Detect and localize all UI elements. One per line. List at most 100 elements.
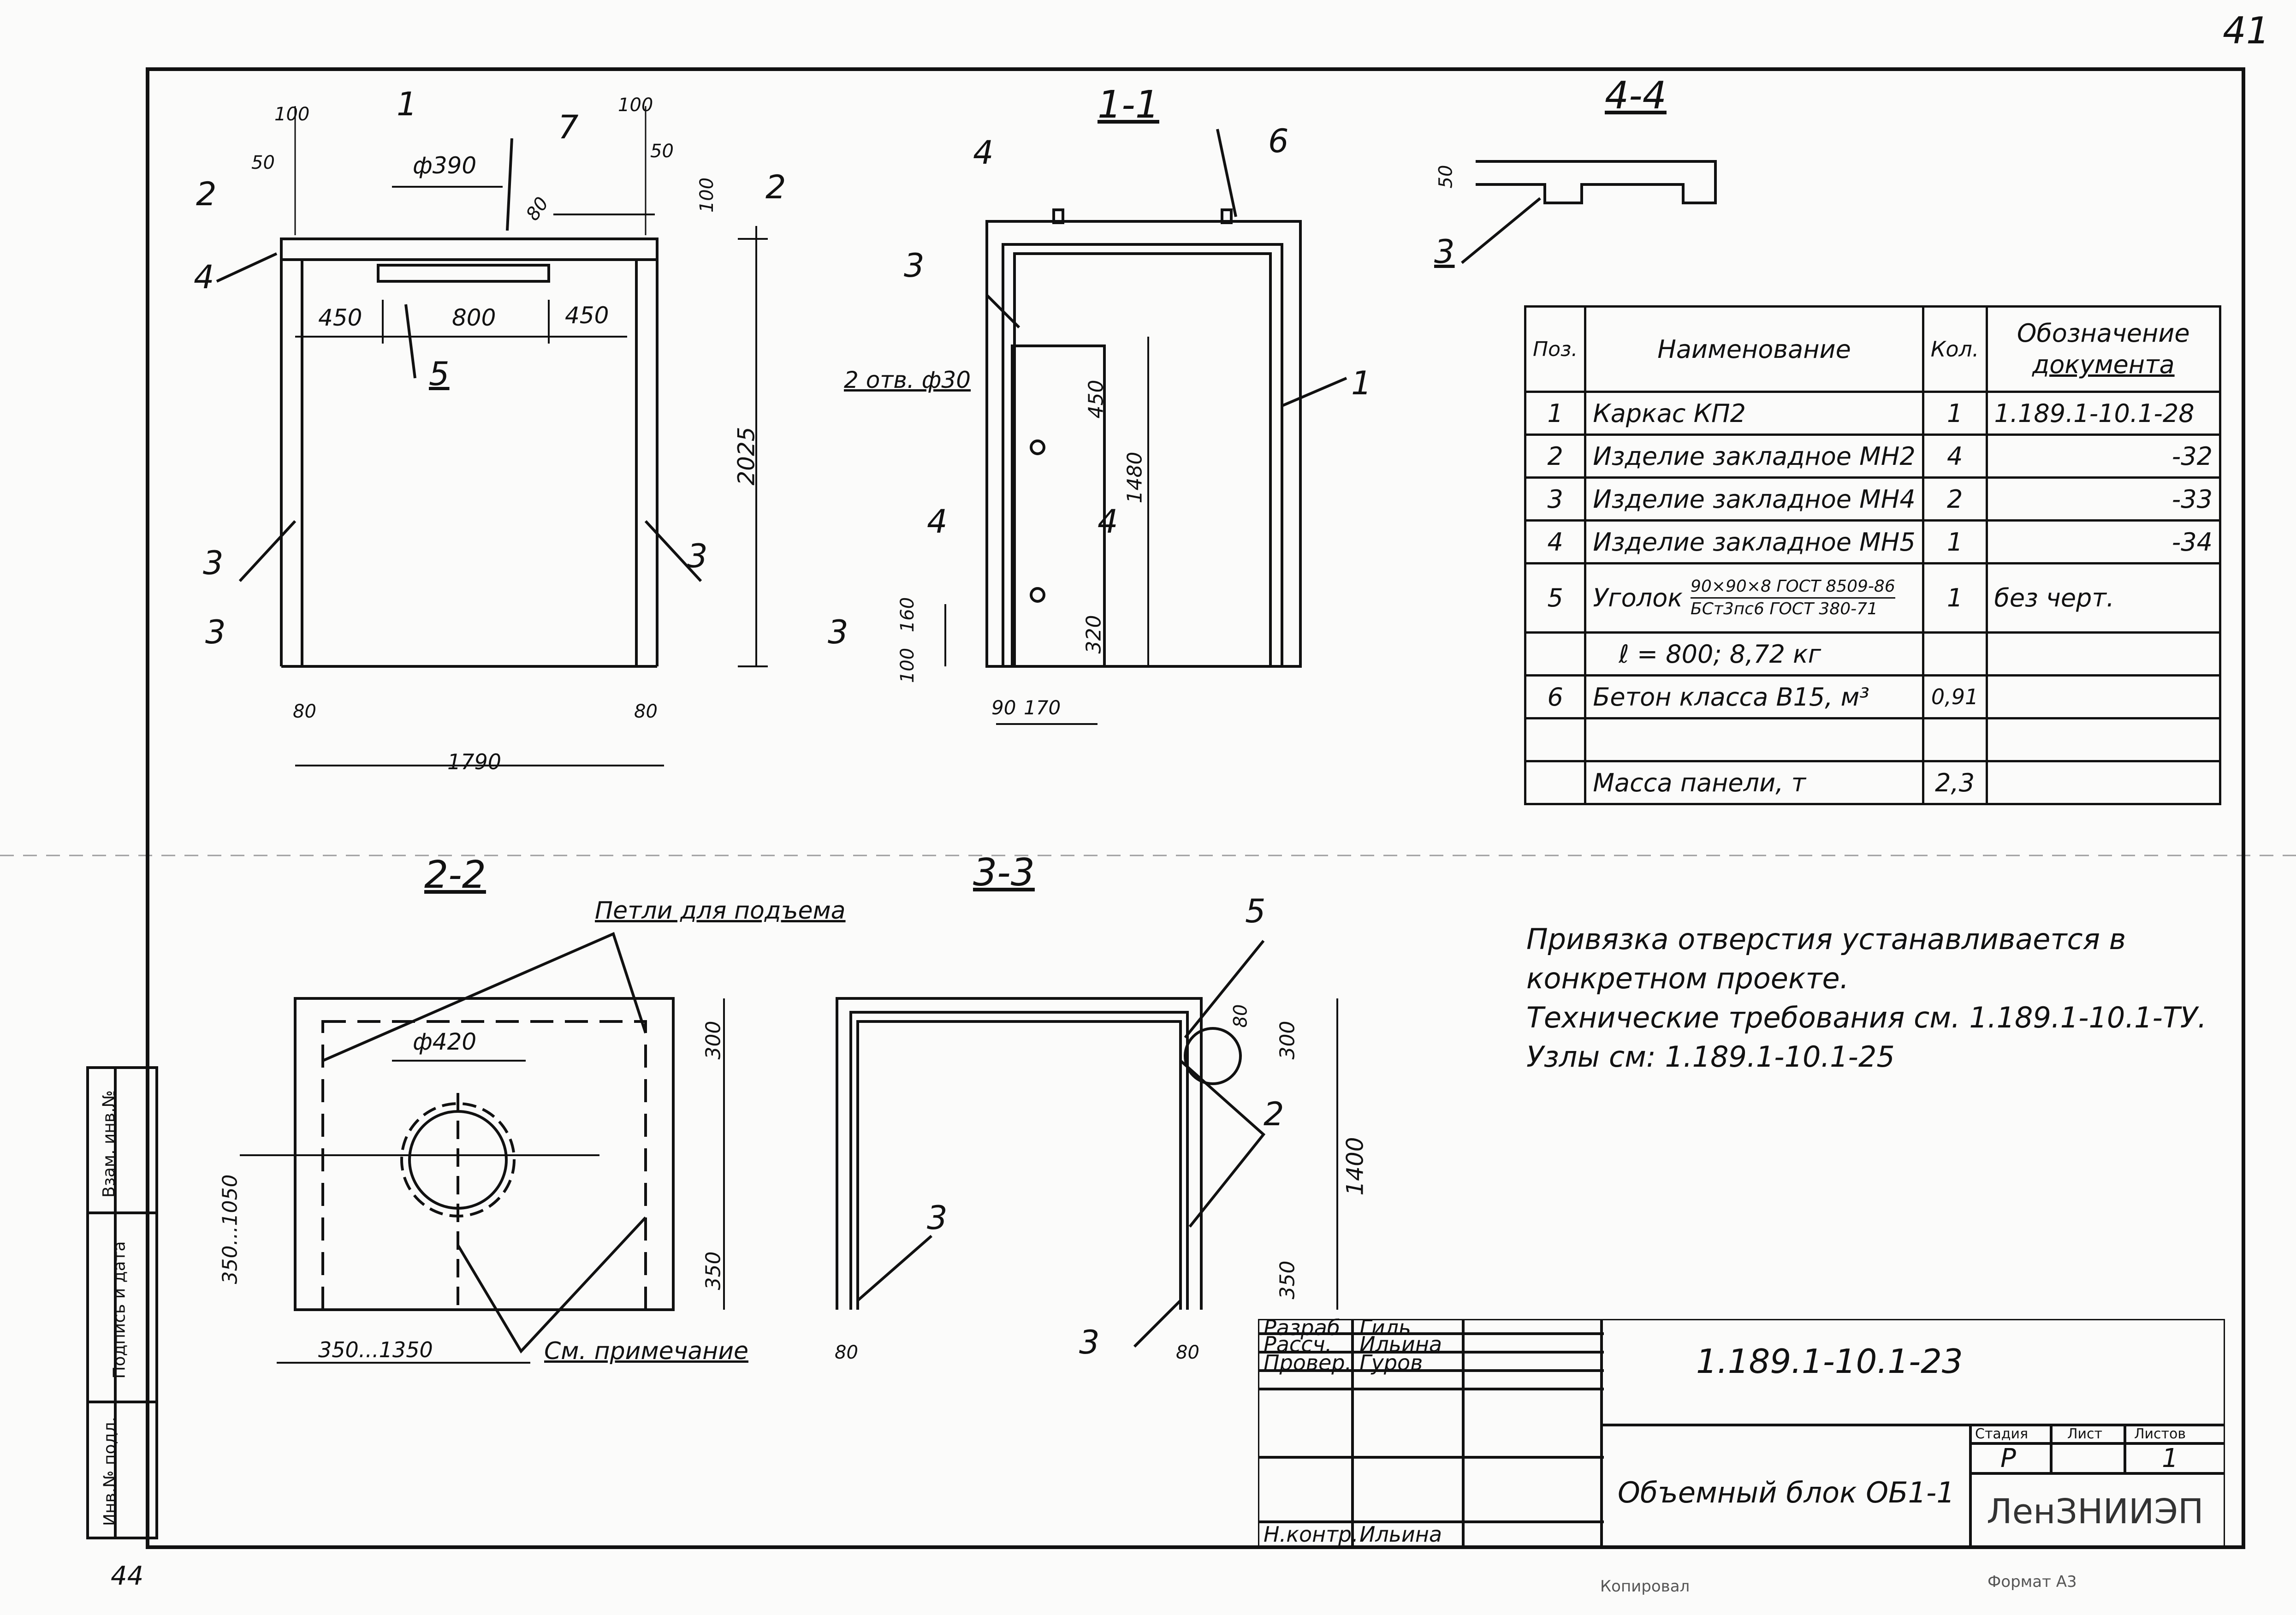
tb-title: Объемный блок ОБ1-1 [1618,1476,1955,1509]
dim-1400: 1400 [1341,1137,1369,1196]
callout-3-plan-left: 3 [203,544,224,582]
spec-doc: -32 [1985,433,2222,479]
callout-2-s33: 2 [1264,1095,1284,1133]
dim-170: 170 [1024,696,1061,719]
spec-pos: 2 [1524,433,1587,479]
spec-name-fraction-bottom: БСт3пс6 ГОСТ 380-71 [1691,600,1878,618]
spec-qty: 0,91 [1922,674,1988,719]
dim-100-left: 100 [274,104,310,125]
spec-doc: -33 [1985,476,2222,522]
dim-1480: 1480 [1123,451,1147,504]
spec-name: Уголок 90×90×8 ГОСТ 8509-86 БСт3пс6 ГОСТ… [1584,562,1924,634]
section-2-2 [240,932,725,1364]
spec-doc [1985,674,2222,719]
dim-80-s33-right: 80 [1176,1342,1199,1363]
spec-name: Бетон класса В15, м³ [1584,674,1924,719]
tb-name-0: Гиль [1359,1315,1412,1340]
dim-80-s33: 80 [1230,1004,1252,1028]
spec-name: Изделие закладное МН2 [1584,433,1924,479]
dim-50-left: 50 [251,152,275,173]
dim-350-s33: 350 [1276,1260,1299,1300]
side-stamp-cell-1: Подпись и дата [110,1241,129,1379]
spec-qty: 1 [1922,519,1988,564]
dim-300-s33: 300 [1276,1021,1299,1060]
spec-name: Изделие закладное МН5 [1584,519,1924,564]
tb-sheets-label: Листов [2134,1426,2186,1442]
spec-header-name: Наименование [1584,305,1924,393]
spec-pos: 1 [1524,391,1587,436]
dim-450-s11: 450 [1084,380,1108,419]
plan-view [216,106,768,766]
spec-pos: 3 [1524,476,1587,522]
spec-qty [1922,631,1988,677]
spec-header-doc-line1: Обозначение [2017,319,2190,348]
spec-qty: 2 [1922,476,1988,522]
dim-350-1050: 350...1050 [218,1174,242,1284]
dim-160: 160 [897,597,919,633]
spec-row [1524,717,2222,762]
tb-name-1: Ильина [1359,1332,1442,1357]
section-3-3 [836,940,1338,1348]
spec-doc: -34 [1985,519,2222,564]
dim-phi390: ф390 [413,152,477,179]
spec-row: ℓ = 800; 8,72 кг [1524,631,2222,677]
spec-qty: 1 [1922,391,1988,436]
callout-4-plan: 4 [194,258,214,296]
spec-doc [1985,760,2222,805]
page-number: 41 [2223,9,2270,52]
spec-pos: 4 [1524,519,1587,564]
spec-header-doc-line2: документа [2032,350,2175,379]
cut-marker-4-left: 4 [927,503,948,540]
callout-5-plan: 5 [429,355,450,393]
dim-90: 90 [991,696,1016,719]
section-title-4-4: 4-4 [1605,74,1667,118]
spec-name-fraction-top: 90×90×8 ГОСТ 8509-86 [1691,576,1895,599]
spec-header-doc: Обозначение документа [1985,305,2222,393]
spec-row: 2 Изделие закладное МН2 4 -32 [1524,433,2222,479]
tb-name-5: Ильина [1359,1522,1442,1547]
dim-100-right: 100 [618,95,653,116]
callout-7: 7 [558,108,579,146]
note-line-2: конкретном проекте. [1526,962,1849,995]
section-title-3-3: 3-3 [973,851,1035,895]
dim-800: 800 [452,304,496,331]
bottom-stamp-copied: Копировал [1600,1577,1690,1596]
dim-350-s22: 350 [701,1251,725,1290]
dim-80-s33-left: 80 [835,1342,858,1363]
spec-name: ℓ = 800; 8,72 кг [1584,631,1924,677]
tb-stage-label: Стадия [1975,1426,2029,1442]
specification-table: Поз. Наименование Кол. Обозначение докум… [1524,305,2222,805]
spec-name: Масса панели, т [1584,760,1924,805]
bottom-left-mark: 44 [111,1561,144,1591]
spec-pos [1524,760,1587,805]
cut-marker-4-right: 4 [1098,503,1118,540]
spec-row: 1 Каркас КП2 1 1.189.1-10.1-28 [1524,391,2222,436]
spec-doc [1985,631,2222,677]
spec-name: Изделие закладное МН4 [1584,476,1924,522]
spec-qty: 4 [1922,433,1988,479]
tb-doc-code: 1.189.1-10.1-23 [1696,1342,1963,1381]
dim-1790: 1790 [447,749,502,774]
dim-350-1350: 350...1350 [318,1337,433,1362]
callout-1-s11: 1 [1351,364,1372,402]
tb-name-2: Гуров [1359,1350,1423,1375]
tb-stage: Р [2000,1443,2016,1473]
section-4-4 [1461,160,1717,264]
dim-2025: 2025 [733,427,760,486]
spec-header-qty: Кол. [1922,305,1988,393]
tb-role-0: Разраб. [1264,1315,1347,1340]
spec-pos [1524,717,1587,762]
spec-qty: 1 [1922,562,1988,634]
tb-org: ЛенЗНИИЭП [1987,1492,2204,1532]
tb-role-1: Рассч. [1264,1332,1332,1357]
spec-row: Масса панели, т 2,3 [1524,760,2222,805]
spec-header-row: Поз. Наименование Кол. Обозначение докум… [1524,305,2222,393]
tb-role-5: Н.контр. [1264,1522,1359,1547]
cut-marker-2-left: 2 [196,175,217,213]
callout-3-s44: 3 [1434,233,1455,271]
note-line-1: Привязка отверстия устанавливается в [1526,922,2126,956]
dim-phi420: ф420 [413,1028,477,1055]
title-block: Разраб. Рассч. Провер. Н.контр. Гиль Иль… [1258,1315,2225,1547]
callout-3-s11: 3 [904,247,925,285]
